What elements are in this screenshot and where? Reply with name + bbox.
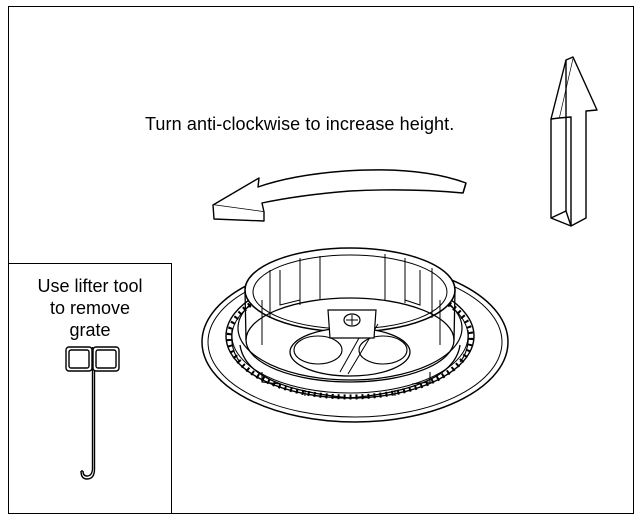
rotate-anticlockwise-arrow-icon <box>212 169 467 222</box>
diagram-frame <box>8 6 634 514</box>
lifter-line-1: Use lifter tool <box>37 276 143 296</box>
turn-instruction-text: Turn anti-clockwise to increase height. <box>145 114 455 134</box>
lifter-line-3: grate <box>69 320 111 340</box>
lifter-tool-icon <box>65 346 120 480</box>
burner-grate-illustration <box>201 247 509 423</box>
lifter-instruction-text: Use lifter tool to remove grate <box>8 275 172 341</box>
lifter-tool-panel <box>8 263 172 514</box>
up-arrow-icon <box>550 56 598 227</box>
lifter-line-2: to remove <box>49 298 131 318</box>
